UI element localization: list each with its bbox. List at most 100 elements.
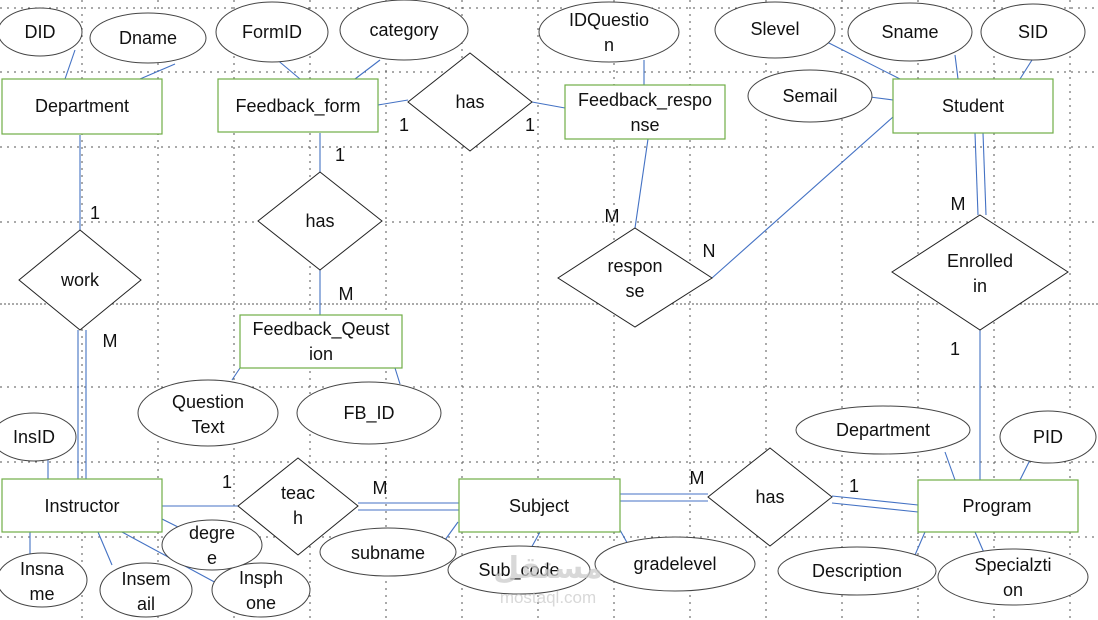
attribute-label: IDQuestio	[569, 10, 649, 30]
attribute-idquestion: IDQuestio n	[538, 1, 680, 63]
cardinality-label: M	[605, 206, 620, 226]
attribute-label: Description	[812, 561, 902, 581]
entity-label: Department	[35, 96, 129, 116]
attribute-label: Text	[191, 417, 224, 437]
watermark-logo: مستقل mostaql.com	[493, 552, 603, 607]
relationship-label: se	[625, 281, 644, 301]
attribute-label: Slevel	[750, 19, 799, 39]
cardinality-label: 1	[335, 145, 345, 165]
attribute-label: on	[1003, 580, 1023, 600]
attribute-dname: Dname	[89, 12, 207, 64]
attribute-slevel: Slevel	[714, 1, 836, 59]
relationship-has-subject-program: has	[707, 447, 833, 547]
entity-feedback-response: Feedback_respo nse	[564, 84, 726, 140]
attribute-did: DID	[0, 7, 83, 57]
attribute-label: Semail	[782, 86, 837, 106]
entity-label: Instructor	[44, 496, 119, 516]
attribute-subname: subname	[319, 527, 457, 577]
relationship-has-form-response: has	[407, 52, 533, 152]
attribute-question-text: Question Text	[137, 379, 279, 447]
watermark-arabic: مستقل	[493, 552, 603, 585]
entity-instructor: Instructor	[1, 478, 163, 533]
attribute-label: gradelevel	[633, 554, 716, 574]
cardinality-label: 1	[399, 115, 409, 135]
cardinality-label: 1	[525, 115, 535, 135]
relationship-label: Enrolled	[947, 251, 1013, 271]
attribute-pid: PID	[999, 410, 1097, 464]
attribute-label: Insem	[121, 569, 170, 589]
cardinality-label: 1	[90, 203, 100, 223]
attribute-degree: degre e	[161, 519, 263, 571]
attribute-label: Sub_code	[478, 560, 559, 581]
attribute-sid: SID	[980, 3, 1086, 61]
cardinality-label: 1	[849, 476, 859, 496]
relationship-label: respon	[607, 256, 662, 276]
relationship-teach: teac h	[237, 457, 359, 556]
entity-label: ion	[309, 344, 333, 364]
relationship-label: h	[293, 508, 303, 528]
cardinalities: 1 1 1 M 1 M M N M 1 1 M M 1	[90, 115, 966, 498]
attribute-insid: InsID	[0, 412, 77, 462]
relationship-label: has	[755, 487, 784, 507]
entity-label: Subject	[509, 496, 569, 516]
attribute-label: DID	[25, 22, 56, 42]
entity-program: Program	[917, 479, 1079, 533]
attribute-label: Question	[172, 392, 244, 412]
relationship-label: has	[455, 92, 484, 112]
attribute-label: PID	[1033, 427, 1063, 447]
attribute-label: one	[246, 593, 276, 613]
entity-feedback-form: Feedback_form	[217, 78, 379, 133]
attribute-description: Description	[777, 546, 937, 596]
cardinality-label: M	[951, 194, 966, 214]
attribute-label: Specialzti	[974, 555, 1051, 575]
attribute-insname: Insna me	[0, 552, 88, 608]
entity-subject: Subject	[458, 478, 621, 533]
entity-label: Program	[962, 496, 1031, 516]
relationship-work: work	[18, 229, 142, 331]
attribute-specialization: Specialzti on	[937, 548, 1089, 606]
cardinality-label: 1	[950, 339, 960, 359]
cardinality-label: M	[103, 331, 118, 351]
attribute-label: SID	[1018, 22, 1048, 42]
attribute-insemail: Insem ail	[99, 562, 193, 618]
attribute-label: degre	[189, 523, 235, 543]
attribute-sub-code: Sub_code	[447, 545, 591, 595]
attribute-label: Insph	[239, 568, 283, 588]
entity-label: Feedback_form	[235, 96, 360, 117]
entity-department: Department	[1, 78, 163, 135]
watermark-latin: mostaql.com	[500, 588, 596, 607]
attribute-label: me	[29, 584, 54, 604]
attribute-label: e	[207, 548, 217, 568]
attribute-insphone: Insph one	[211, 562, 311, 618]
attribute-label: Dname	[119, 28, 177, 48]
relationship-enrolled-in: Enrolled in	[891, 214, 1069, 331]
attribute-label: Department	[836, 420, 930, 440]
attribute-semail: Semail	[747, 69, 873, 123]
attribute-label: InsID	[13, 427, 55, 447]
relationship-label: work	[60, 270, 100, 290]
attribute-label: Insna	[20, 559, 65, 579]
entity-label: nse	[630, 115, 659, 135]
attribute-label: category	[369, 20, 438, 40]
attribute-label: FB_ID	[343, 403, 394, 424]
attribute-label: n	[604, 35, 614, 55]
relationship-label: in	[973, 276, 987, 296]
attribute-label: ail	[137, 594, 155, 614]
entity-feedback-question: Feedback_Qeust ion	[239, 314, 403, 369]
attribute-category: category	[339, 0, 469, 61]
cardinality-label: M	[690, 468, 705, 488]
relationship-label: teac	[281, 483, 315, 503]
entity-label: Feedback_Qeust	[252, 319, 389, 340]
relationship-label: has	[305, 211, 334, 231]
cardinality-label: M	[373, 478, 388, 498]
entity-label: Feedback_respo	[578, 90, 712, 111]
attribute-formid: FormID	[215, 1, 329, 63]
attribute-label: FormID	[242, 22, 302, 42]
attribute-prog-department: Department	[795, 405, 971, 455]
attribute-fb-id: FB_ID	[296, 381, 442, 445]
entity-student: Student	[892, 78, 1054, 134]
cardinality-label: N	[703, 241, 716, 261]
attribute-label: subname	[351, 543, 425, 563]
attribute-label: Sname	[881, 22, 938, 42]
